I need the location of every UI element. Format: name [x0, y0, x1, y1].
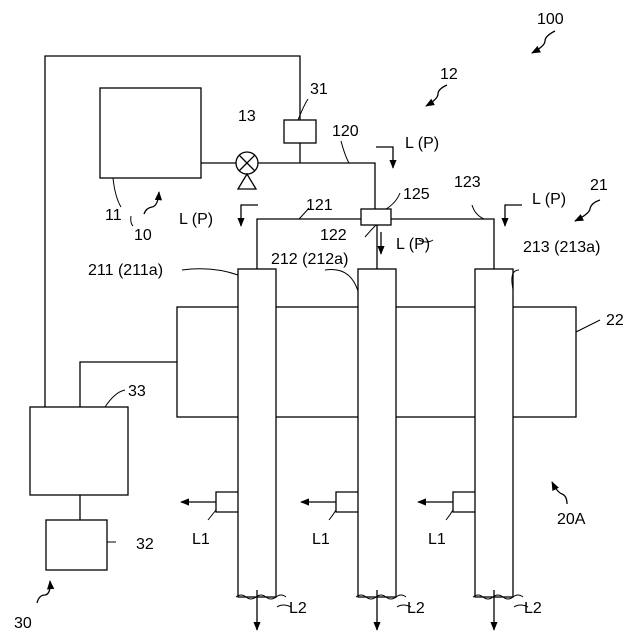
connector-box [361, 209, 391, 225]
label-pipe-left: 121 [306, 197, 333, 214]
label-l1-1: L1 [192, 531, 210, 548]
label-tank: 11 [105, 207, 122, 224]
label-lp-main: L (P) [405, 135, 439, 152]
label-connector: 125 [403, 186, 430, 203]
label-l2-3: L2 [524, 600, 542, 617]
ref-arrow-20a [552, 482, 567, 504]
label-control-system: 30 [14, 615, 32, 632]
flow-arrow-left [241, 205, 258, 226]
label-l1-2: L1 [312, 531, 330, 548]
label-l2-2: L2 [407, 600, 425, 617]
label-supply-unit: 12 [440, 66, 458, 83]
nozzle-tube-3 [475, 269, 513, 597]
label-nozzle-1: 211 (211a) [88, 262, 163, 279]
controller-box [30, 407, 128, 495]
flow-arrow-main [376, 147, 393, 168]
label-lp-right: L (P) [532, 191, 566, 208]
nozzle-tube-1 [238, 269, 276, 597]
side-port-1 [216, 492, 238, 512]
pump-icon [238, 174, 256, 189]
ref-arrow-21 [575, 200, 600, 221]
label-lp-center: L (P) [396, 236, 430, 253]
ref-arrow-30 [37, 581, 50, 603]
label-pipe-center: 122 [320, 227, 347, 244]
label-source: 10 [134, 227, 152, 244]
ref-arrow-10 [144, 192, 159, 214]
label-l2-1: L2 [289, 600, 307, 617]
nozzle-tube-2 [358, 269, 396, 597]
flow-arrow-right [505, 205, 522, 226]
side-port-3 [453, 492, 475, 512]
ref-arrow-100 [532, 31, 555, 53]
label-assembly: 20A [557, 511, 586, 528]
label-unit21: 21 [590, 177, 608, 194]
tank-box [100, 88, 201, 178]
label-input-unit: 32 [136, 536, 154, 553]
label-system: 100 [537, 11, 564, 28]
label-lp-left: L (P) [179, 211, 213, 228]
label-pipe-main: 120 [332, 123, 359, 140]
label-body: 22 [606, 312, 624, 329]
label-sensor: 31 [310, 81, 328, 98]
label-valve: 13 [238, 108, 256, 125]
side-port-2 [336, 492, 358, 512]
label-nozzle-3: 213 (213a) [523, 239, 600, 256]
label-l1-3: L1 [428, 531, 446, 548]
input-unit-box [46, 520, 107, 570]
label-controller: 33 [128, 383, 146, 400]
label-nozzle-2: 212 (212a) [271, 251, 348, 268]
label-pipe-right: 123 [454, 174, 481, 191]
ref-arrow-12 [426, 85, 447, 106]
sensor-box [284, 120, 316, 143]
